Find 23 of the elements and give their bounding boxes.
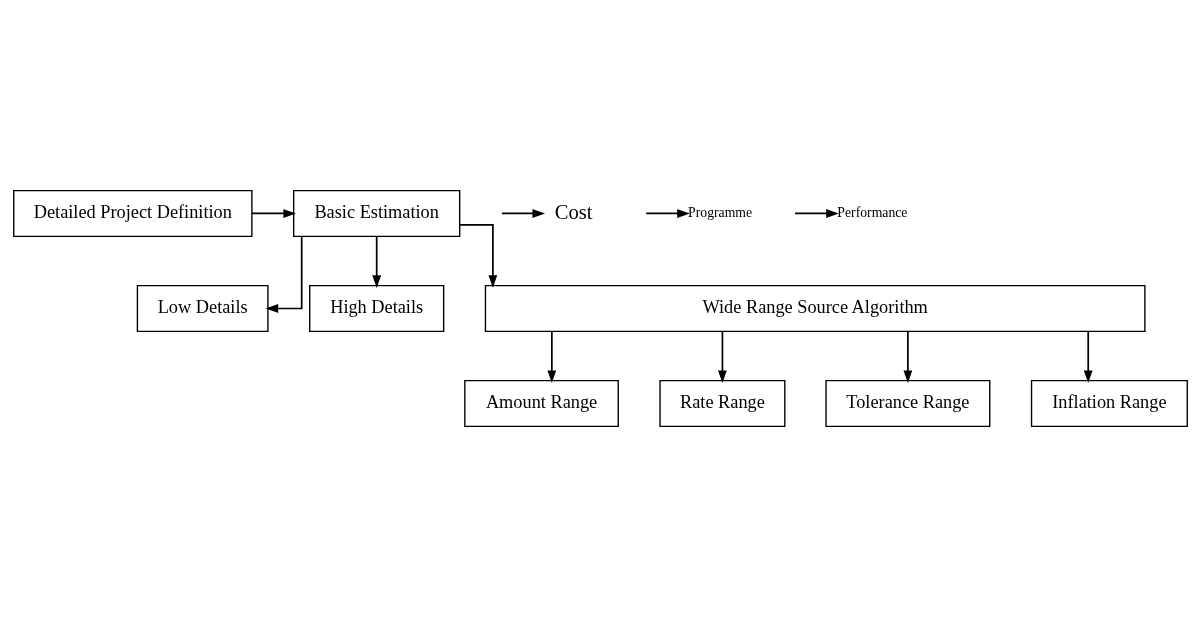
arrow bbox=[645, 209, 690, 218]
node-text: Performance bbox=[837, 205, 908, 221]
arrow bbox=[547, 330, 557, 383]
arrow bbox=[1083, 330, 1093, 383]
arrow bbox=[251, 209, 296, 218]
node-box: Amount Range bbox=[464, 379, 619, 428]
arrow bbox=[501, 209, 546, 218]
arrow bbox=[903, 330, 913, 383]
node-box: Inflation Range bbox=[1030, 379, 1188, 428]
arrow bbox=[794, 209, 839, 218]
node-text: Cost bbox=[554, 200, 593, 223]
node-box: Detailed Project Definition bbox=[13, 189, 253, 238]
arrow bbox=[265, 235, 303, 313]
node-box: Basic Estimation bbox=[293, 189, 461, 238]
arrow bbox=[718, 330, 727, 383]
node-box: Wide Range Source Algorithm bbox=[484, 284, 1146, 333]
node-box: High Details bbox=[309, 284, 445, 333]
node-text: Programme bbox=[688, 205, 753, 221]
node-box: Rate Range bbox=[659, 379, 786, 428]
arrow bbox=[372, 235, 382, 288]
node-box: Tolerance Range bbox=[825, 379, 991, 428]
arrow bbox=[459, 224, 498, 288]
node-box: Low Details bbox=[136, 284, 269, 333]
